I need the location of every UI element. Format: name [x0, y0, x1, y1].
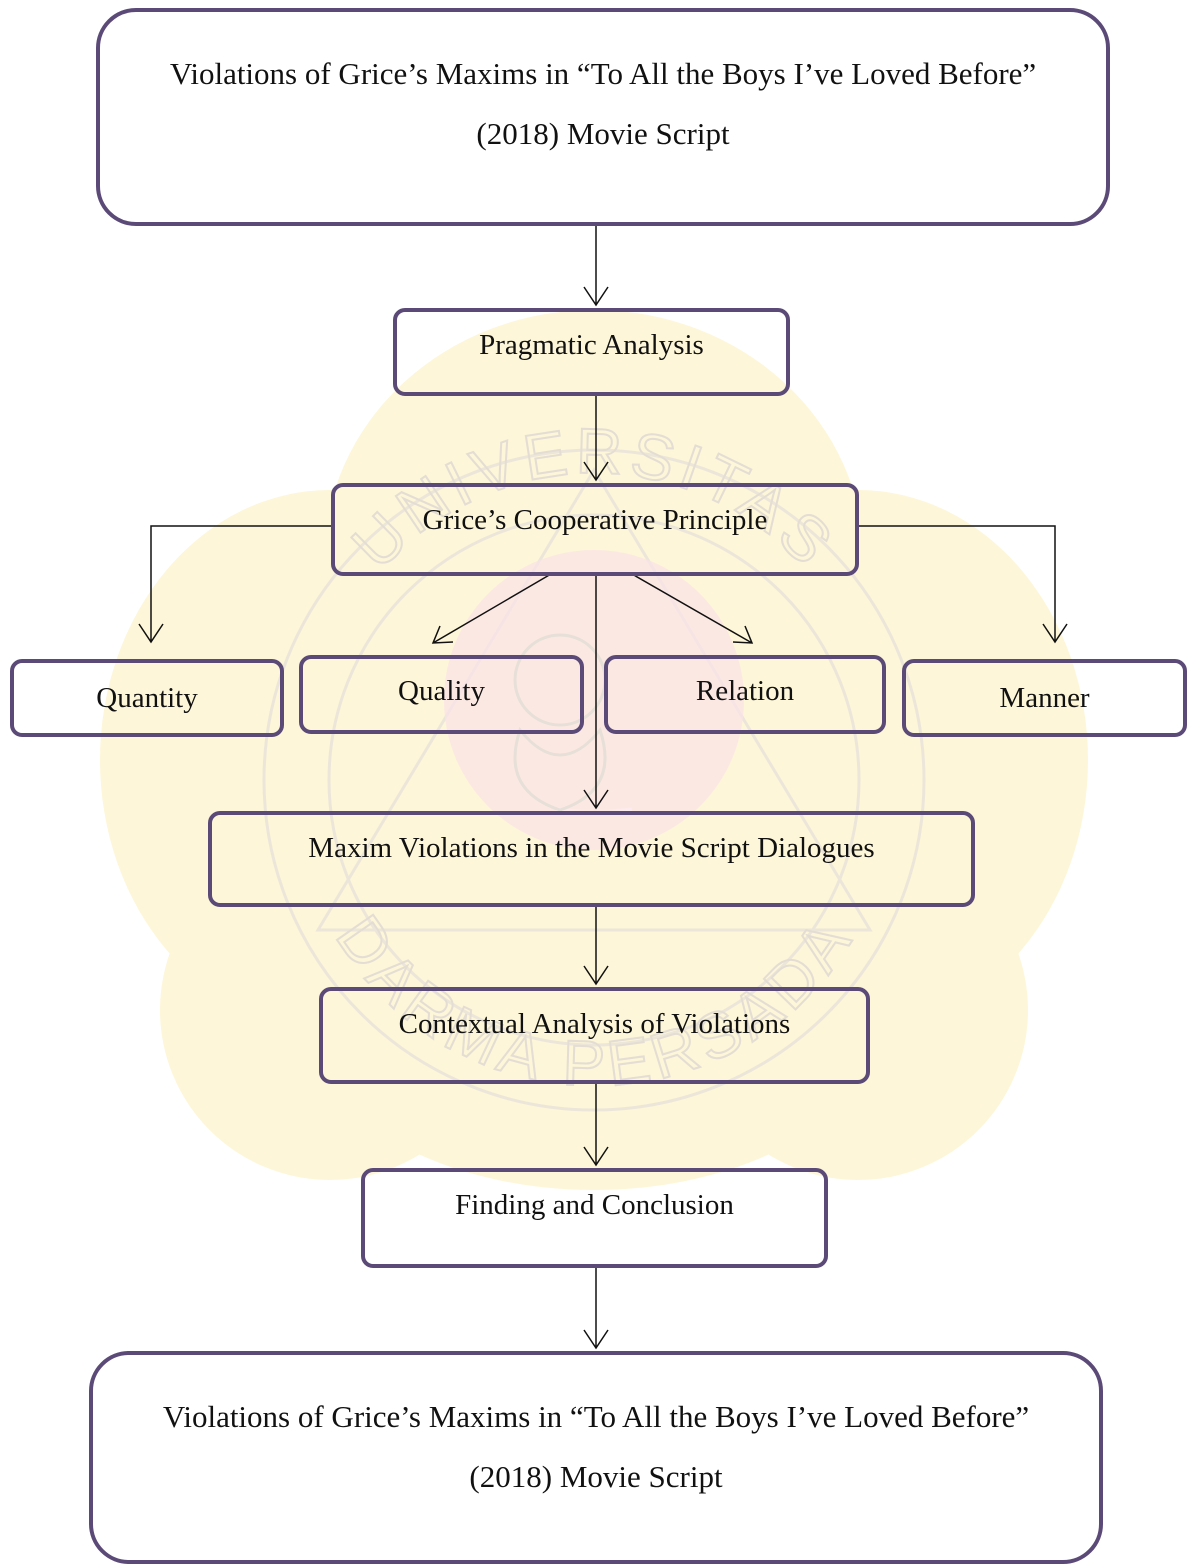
title-box-bottom-text: Violations of Grice’s Maxims in “To All … [162, 1399, 1030, 1494]
arrow-top-to-pragmatic [583, 225, 609, 307]
maxim-manner-box: Manner [902, 659, 1187, 737]
arrow-violations-to-contextual [583, 905, 609, 986]
contextual-analysis-box: Contextual Analysis of Violations [319, 987, 870, 1084]
title-box-bottom: Violations of Grice’s Maxims in “To All … [89, 1351, 1103, 1564]
title-box-top-text: Violations of Grice’s Maxims in “To All … [169, 56, 1037, 151]
arrow-to-quantity [138, 525, 333, 644]
arrow-to-manner [858, 525, 1068, 644]
pragmatic-analysis-label: Pragmatic Analysis [479, 329, 704, 361]
maxim-violations-label: Maxim Violations in the Movie Script Dia… [308, 832, 875, 864]
maxim-quality-label: Quality [398, 675, 485, 707]
arrow-to-quality [431, 573, 552, 644]
arrow-finding-to-bottom [583, 1267, 609, 1350]
maxim-relation-box: Relation [604, 655, 886, 734]
cooperative-principle-box: Grice’s Cooperative Principle [331, 483, 859, 576]
title-box-top: Violations of Grice’s Maxims in “To All … [96, 8, 1110, 226]
cooperative-principle-label: Grice’s Cooperative Principle [422, 504, 768, 536]
maxim-quality-box: Quality [299, 655, 584, 734]
maxim-relation-label: Relation [695, 675, 795, 707]
arrow-to-relation [631, 573, 754, 644]
maxim-quantity-box: Quantity [10, 659, 284, 737]
maxim-violations-box: Maxim Violations in the Movie Script Dia… [208, 811, 975, 907]
finding-conclusion-box: Finding and Conclusion [361, 1168, 828, 1268]
finding-conclusion-label: Finding and Conclusion [455, 1189, 734, 1221]
contextual-analysis-label: Contextual Analysis of Violations [398, 1008, 791, 1040]
arrow-contextual-to-finding [583, 1082, 609, 1167]
arrow-pragmatic-to-cooperative [583, 395, 609, 482]
maxim-manner-label: Manner [999, 681, 1090, 714]
maxim-quantity-label: Quantity [96, 681, 198, 714]
pragmatic-analysis-box: Pragmatic Analysis [393, 308, 790, 396]
